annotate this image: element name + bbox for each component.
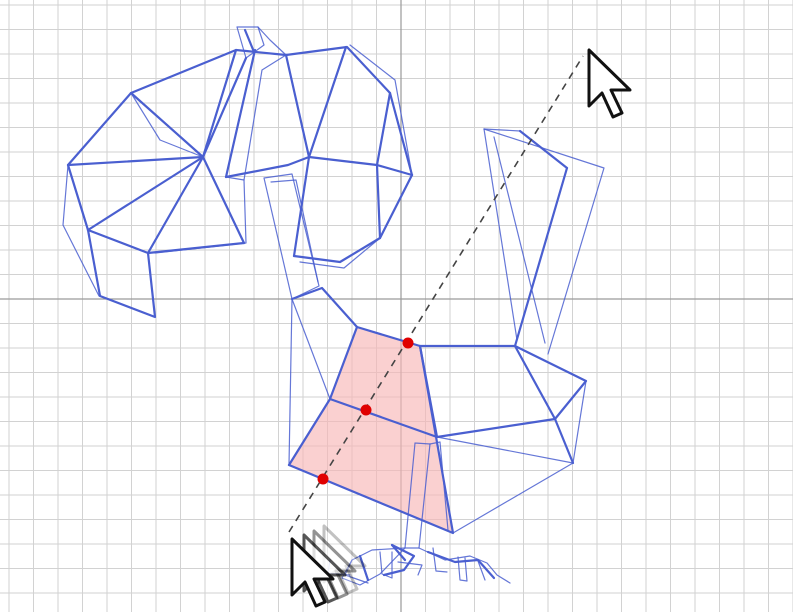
mesh-edge <box>203 58 246 157</box>
highlighted-faces <box>289 327 453 533</box>
mesh-edge <box>245 30 254 52</box>
mesh-edge <box>515 168 567 346</box>
mesh-edge <box>555 419 573 463</box>
highlighted-face-region <box>289 327 453 533</box>
mesh-edge <box>520 131 567 168</box>
arrow-cursor-icon <box>589 50 630 117</box>
mesh-edge <box>63 165 99 296</box>
mesh-part-right-pillar[interactable] <box>484 129 604 354</box>
mesh-edge <box>68 157 203 165</box>
mesh-edge <box>286 47 412 175</box>
mesh-edge <box>484 129 517 340</box>
intersection-point <box>403 338 414 349</box>
intersection-point <box>318 474 329 485</box>
mesh-edge <box>292 299 330 399</box>
mesh-edge <box>377 93 390 165</box>
mesh-edge <box>428 552 494 578</box>
mesh-edge <box>294 175 412 262</box>
mesh-edge <box>68 50 286 317</box>
mesh-edge <box>350 45 412 175</box>
wireframe-mesh[interactable] <box>63 27 604 585</box>
intersection-point <box>361 405 372 416</box>
mesh-edge <box>437 437 573 463</box>
mesh-edge <box>203 157 244 243</box>
mesh-edge <box>420 346 586 437</box>
mesh-edge <box>377 165 380 238</box>
mesh-part-neck[interactable] <box>264 174 319 299</box>
mesh-edge <box>286 55 412 175</box>
mesh-edge <box>264 174 319 299</box>
mesh-part-left-bulb[interactable] <box>63 27 412 317</box>
